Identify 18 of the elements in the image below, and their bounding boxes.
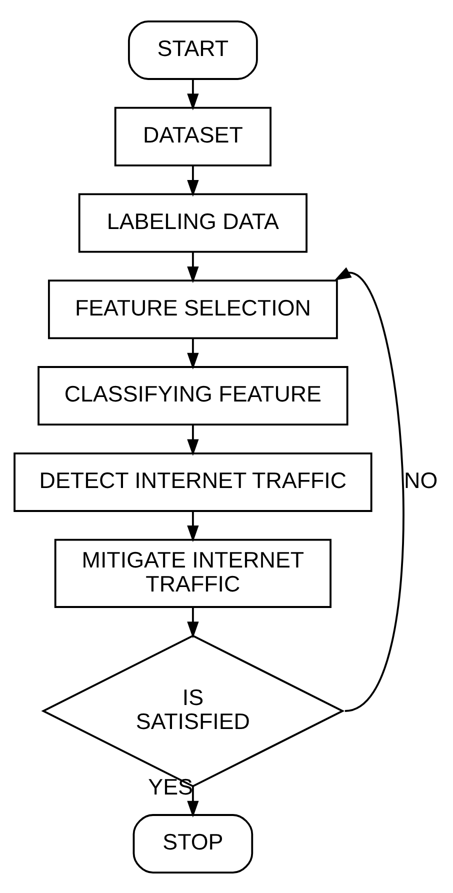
node-box: DETECT INTERNET TRAFFIC xyxy=(14,452,372,512)
node-box: FEATURE SELECTION xyxy=(48,279,338,339)
edge-label: NO xyxy=(404,467,438,492)
arrow xyxy=(187,78,199,110)
node-box: START xyxy=(128,20,258,80)
node-box: STOP xyxy=(132,814,254,874)
arrow xyxy=(187,251,199,283)
node-box: CLASSIFYING FEATURE xyxy=(38,366,348,426)
arrow xyxy=(187,164,199,196)
arrow xyxy=(187,424,199,456)
arrow xyxy=(334,266,404,712)
arrow xyxy=(187,607,199,638)
node-box: DATASET xyxy=(114,106,272,166)
arrow xyxy=(187,510,199,542)
node-box: MITIGATE INTERNET TRAFFIC xyxy=(54,538,332,608)
arrow xyxy=(187,338,199,370)
node-box: LABELING DATA xyxy=(78,192,308,252)
arrow xyxy=(187,786,199,818)
